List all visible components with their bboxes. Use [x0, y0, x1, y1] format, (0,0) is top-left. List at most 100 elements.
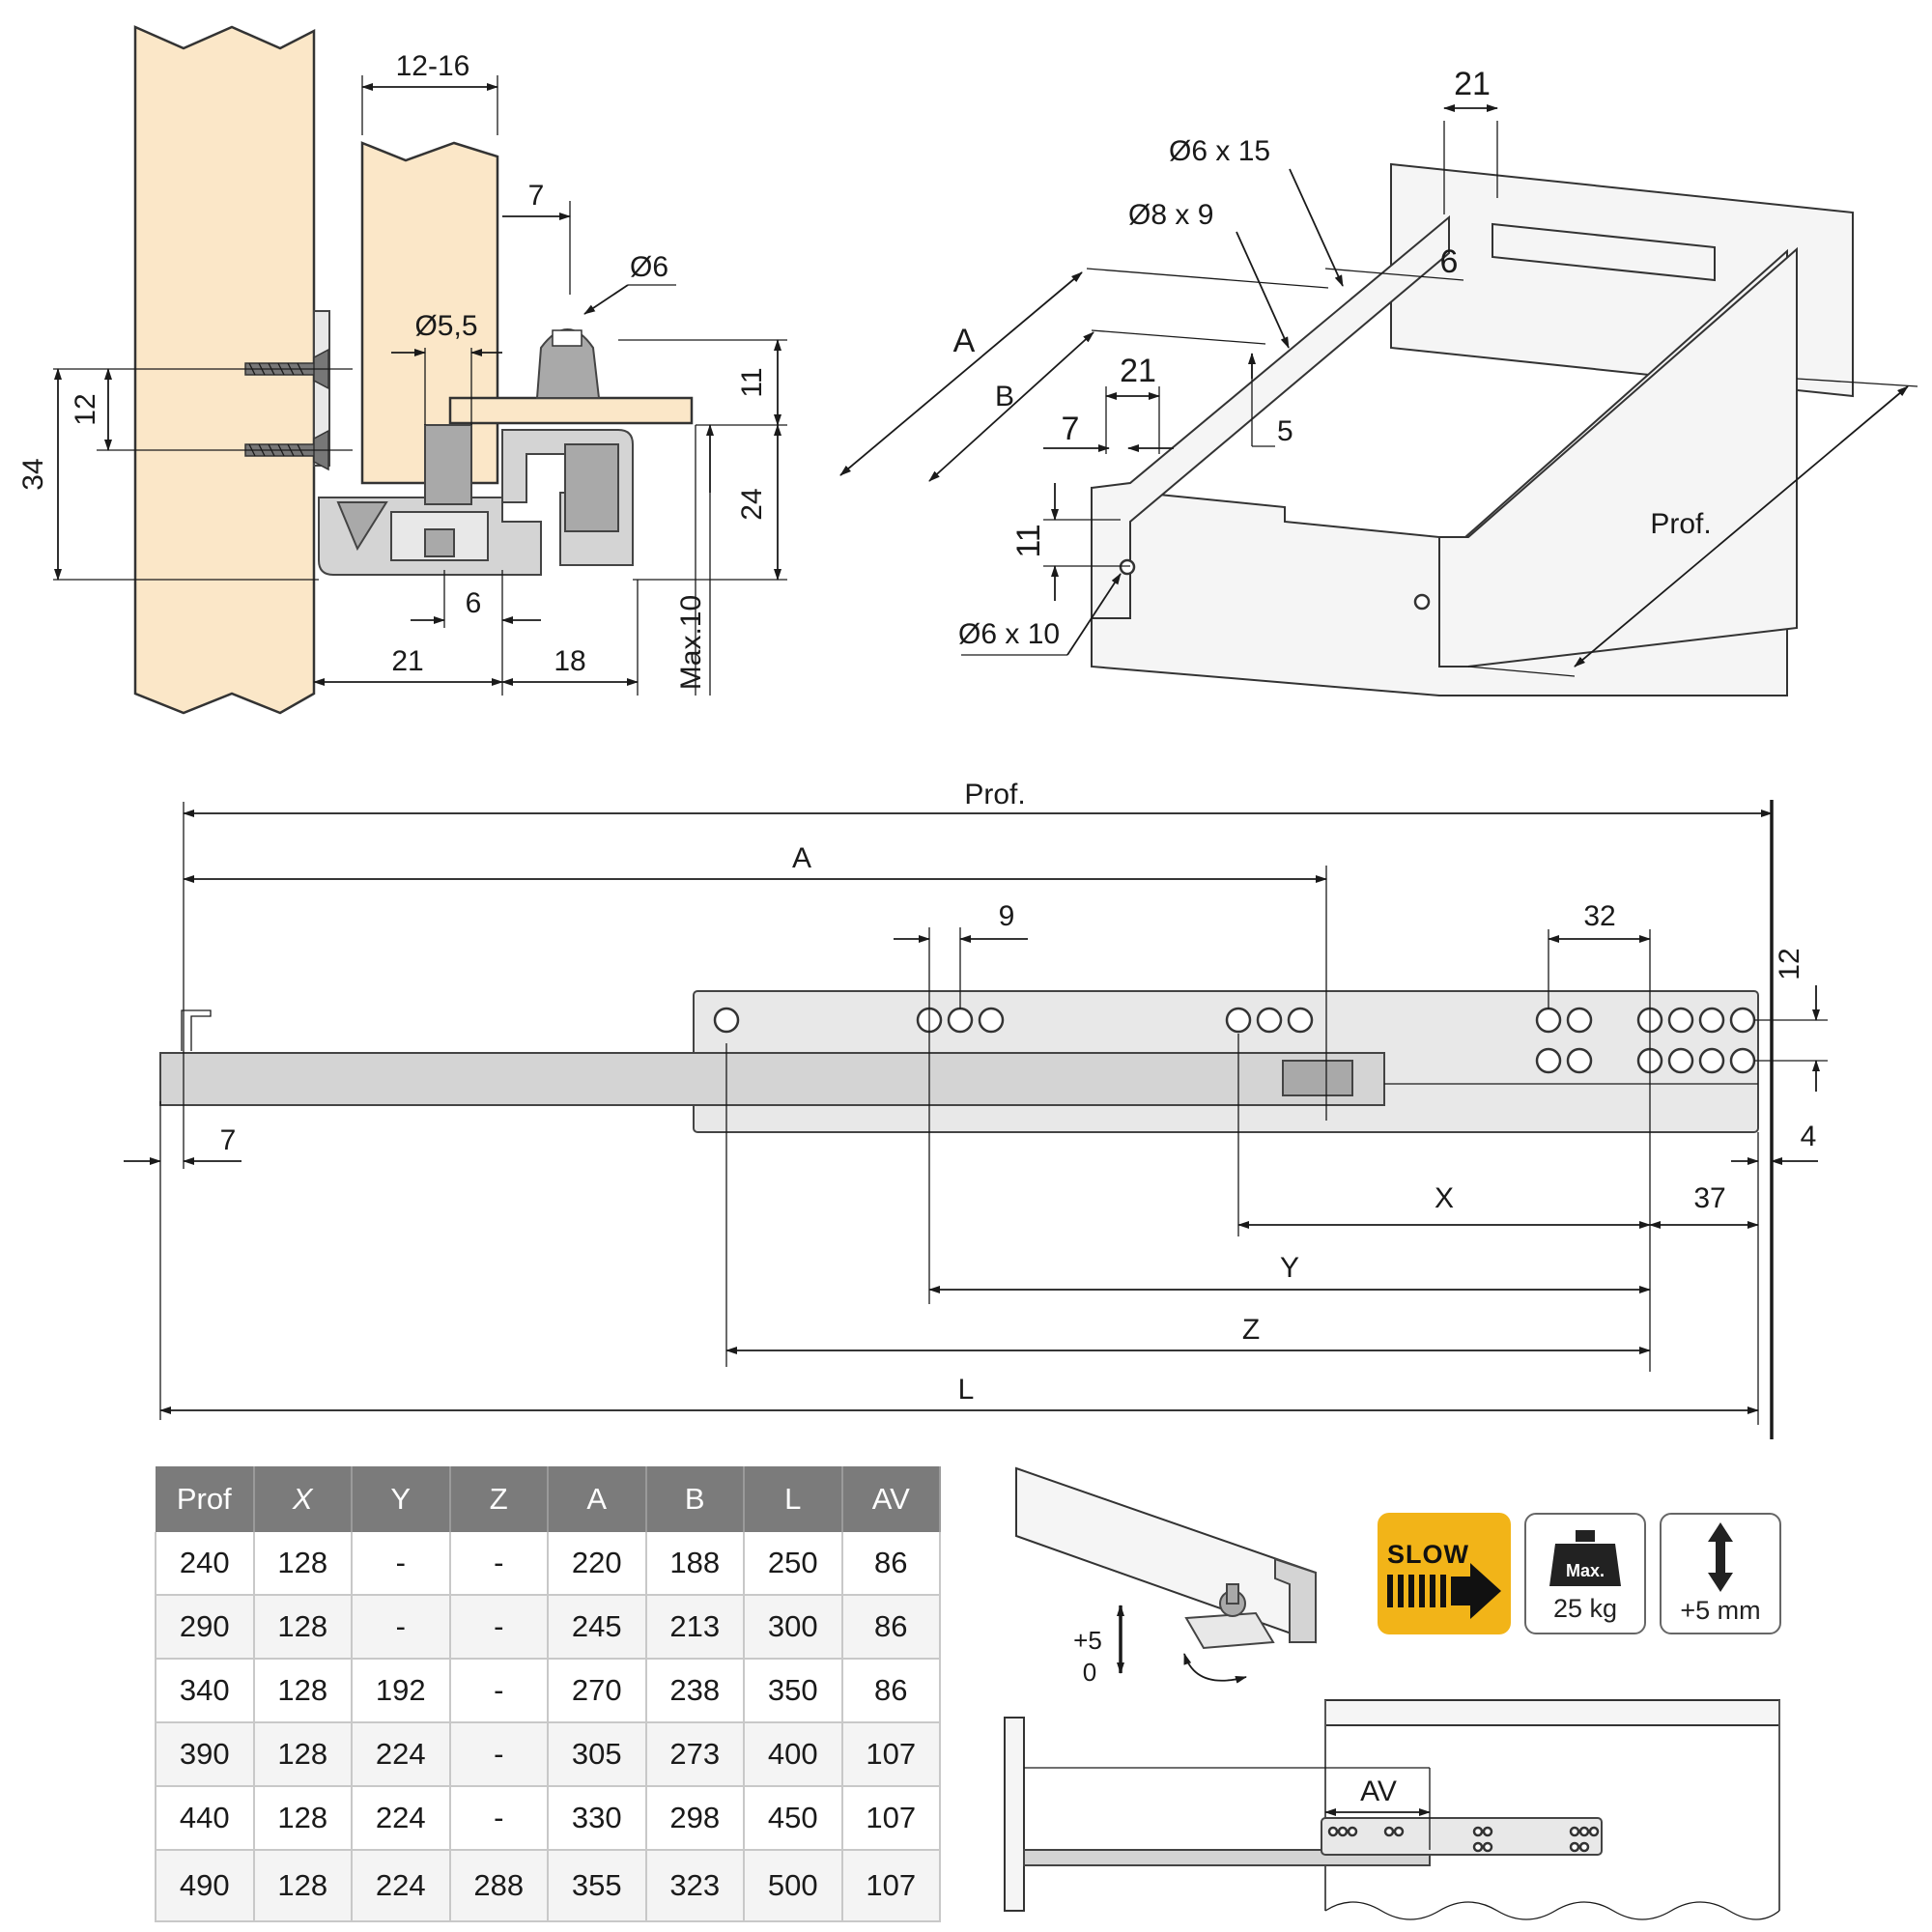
col-header-z: Z — [449, 1466, 549, 1532]
bracket-wedge — [336, 501, 388, 552]
col-header-x: X — [253, 1466, 353, 1532]
col-header-av: AV — [841, 1466, 941, 1532]
cell: 290 — [155, 1595, 255, 1660]
side-view: Prof. A 9 32 12 7 4 X 37 Y — [124, 779, 1828, 1439]
cell: 188 — [645, 1532, 745, 1596]
av-cabinet-rail — [1321, 1817, 1603, 1856]
clip-adjustment-detail: +5 0 — [1015, 1466, 1317, 1687]
cell: 224 — [352, 1786, 451, 1851]
slow-label: SLOW — [1387, 1540, 1469, 1569]
height-adjust-badge: +5 mm — [1660, 1513, 1781, 1634]
cabinet-side-panel — [133, 25, 316, 715]
cell: 86 — [841, 1595, 941, 1660]
mounting-holes — [713, 1007, 1756, 1074]
cell: 355 — [548, 1850, 647, 1922]
av-detail: AV — [1004, 1699, 1780, 1920]
table-row: 290 128 - - 245 213 300 86 — [155, 1595, 941, 1660]
cell: 270 — [548, 1659, 647, 1723]
isometric-view: 21 Ø6 x 15 Ø8 x 9 6 A B 21 7 5 11 Ø6 x 1… — [839, 66, 1918, 696]
adjust-top-label: +5 — [1073, 1626, 1102, 1655]
dim-21-top: 21 — [1454, 66, 1491, 102]
slow-arrow-icon — [1387, 1563, 1501, 1619]
cell: 128 — [253, 1786, 353, 1851]
dim-phi6x10: Ø6 x 10 — [958, 618, 1060, 650]
cell: 450 — [744, 1786, 843, 1851]
cell: 250 — [744, 1532, 843, 1596]
table-row: 390 128 224 - 305 273 400 107 — [155, 1722, 941, 1787]
col-header-a: A — [548, 1466, 647, 1532]
soft-close-badge: SLOW — [1378, 1513, 1511, 1634]
cell: 86 — [841, 1532, 941, 1596]
cell: 128 — [253, 1659, 353, 1723]
adjust-bottom-label: 0 — [1083, 1658, 1096, 1687]
cell: 213 — [645, 1595, 745, 1660]
col-header-b: B — [645, 1466, 745, 1532]
dim-12: 12 — [1774, 948, 1805, 980]
cell: 288 — [449, 1850, 549, 1922]
cell: 107 — [841, 1850, 941, 1922]
fixing-peg — [535, 328, 601, 399]
dim-6: 6 — [466, 587, 482, 619]
cell: 330 — [548, 1786, 647, 1851]
table-row: 490 128 224 288 355 323 500 107 — [155, 1850, 941, 1922]
adjust-value: +5 mm — [1680, 1596, 1761, 1625]
dim-7: 7 — [528, 180, 545, 212]
cell: 323 — [645, 1850, 745, 1922]
cell: 300 — [744, 1595, 843, 1660]
cell: 238 — [645, 1659, 745, 1723]
cell: 128 — [253, 1722, 353, 1787]
dim-12-16: 12-16 — [396, 50, 470, 82]
side-hole — [1413, 593, 1431, 611]
cell: - — [449, 1786, 549, 1851]
cell: 490 — [155, 1850, 255, 1922]
weight-value: 25 kg — [1552, 1594, 1618, 1623]
cell: 192 — [352, 1659, 451, 1723]
col-header-y: Y — [352, 1466, 451, 1532]
dim-9: 9 — [999, 900, 1015, 932]
cell: 245 — [548, 1595, 647, 1660]
weight-max-label: Max. — [1565, 1561, 1605, 1580]
cell: 400 — [744, 1722, 843, 1787]
cell: - — [449, 1722, 549, 1787]
dim-B: B — [995, 381, 1014, 412]
cell: 107 — [841, 1786, 941, 1851]
dim-max10: Max.10 — [675, 595, 707, 690]
dim-21: 21 — [391, 645, 423, 677]
cell: 240 — [155, 1532, 255, 1596]
dim-phi8x9: Ø8 x 9 — [1128, 199, 1213, 231]
cell: - — [449, 1659, 549, 1723]
section-view: 12-16 7 Ø6 Ø5,5 12 34 11 24 6 21 — [17, 25, 787, 715]
cell: 107 — [841, 1722, 941, 1787]
av-label: AV — [1360, 1776, 1397, 1807]
cell: - — [449, 1595, 549, 1660]
cell: 298 — [645, 1786, 745, 1851]
cell: 224 — [352, 1850, 451, 1922]
table-header-row: Prof X Y Z A B L AV — [156, 1466, 941, 1532]
cell: 340 — [155, 1659, 255, 1723]
dim-prof: Prof. — [1650, 508, 1711, 540]
dowel-pin — [424, 424, 472, 505]
max-load-badge: Max. 25 kg — [1524, 1513, 1646, 1634]
dim-11: 11 — [736, 367, 768, 397]
table-row: 240 128 - - 220 188 250 86 — [155, 1532, 941, 1596]
dim-phi5-5: Ø5,5 — [414, 310, 477, 342]
dim-phi6x15: Ø6 x 15 — [1169, 135, 1270, 167]
cabinet-top — [1324, 1699, 1780, 1726]
cell: 128 — [253, 1850, 353, 1922]
dim-11: 11 — [1010, 524, 1047, 557]
dim-4: 4 — [1801, 1121, 1817, 1152]
cell: - — [352, 1595, 451, 1660]
dim-24: 24 — [736, 488, 768, 520]
cell: 128 — [253, 1595, 353, 1660]
cell: 128 — [253, 1532, 353, 1596]
cell: 305 — [548, 1722, 647, 1787]
cell: 86 — [841, 1659, 941, 1723]
locking-device — [1282, 1060, 1353, 1096]
dim-prof: Prof. — [964, 779, 1025, 810]
drawer-side-panel-left — [1091, 214, 1450, 619]
dim-Y: Y — [1280, 1252, 1299, 1284]
drawer-rail — [159, 1052, 1385, 1106]
dim-37: 37 — [1693, 1182, 1725, 1214]
dim-6: 6 — [1440, 243, 1459, 280]
